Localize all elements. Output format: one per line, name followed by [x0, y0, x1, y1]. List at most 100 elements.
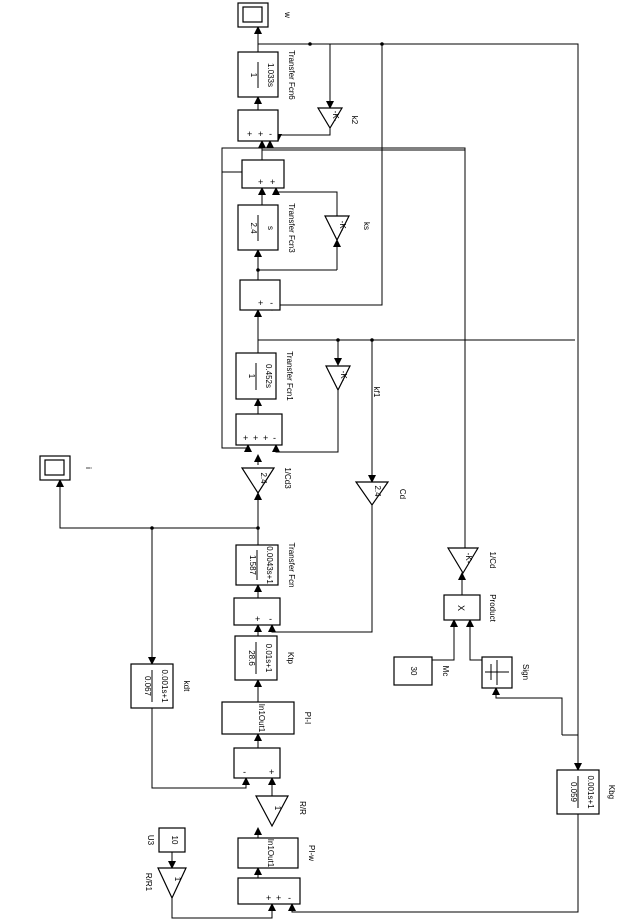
sum-s4[interactable]: + + + -	[235, 413, 283, 446]
pi-i-block[interactable]: In1Out1 PI-I	[221, 701, 312, 735]
pi-w-block[interactable]: In1Out1 PI-w	[237, 837, 316, 869]
rr-label: R/R	[298, 801, 307, 815]
piw-value: In1Out1	[266, 839, 275, 868]
sum-s2[interactable]: + +	[241, 159, 285, 189]
gain-cd[interactable]: 2.4 Cd	[354, 481, 407, 507]
s6-sign-0: -	[243, 767, 246, 777]
s7-sign-1: +	[276, 893, 281, 903]
sum-s3[interactable]: + -	[239, 279, 281, 311]
wire-kdt-s6	[151, 708, 250, 789]
tf-num: 1.587	[248, 555, 257, 576]
tf1-label: Transfer Fcn1	[285, 351, 294, 401]
sum-s6[interactable]: - +	[233, 747, 281, 779]
wire-icd-s1	[266, 140, 466, 548]
s3-sign-1: -	[270, 298, 273, 308]
sum-s7[interactable]: + + -	[237, 877, 301, 905]
kf1-label: kf1	[372, 387, 381, 398]
wire-mc-product	[432, 619, 458, 661]
ktp-block[interactable]: 28.6 0.01s+1 Ktp	[234, 635, 295, 681]
gain-1-cd[interactable]: -K- 1/Cd	[446, 547, 497, 575]
ks-label: ks	[362, 222, 371, 230]
kf1-value: -K-	[339, 371, 348, 382]
transfer-fcn[interactable]: 1.587 0.0043s+1 Transfer Fcn	[235, 542, 296, 588]
rr1-label: R/R1	[144, 873, 153, 892]
tf6-den: 1.033s	[266, 63, 275, 87]
wire-w-sign	[492, 687, 563, 735]
constant-mc[interactable]: 30 Mc	[393, 656, 450, 686]
piw-label: PI-w	[307, 845, 316, 861]
wire-i-scope	[56, 479, 258, 529]
tf1-num: 1	[247, 374, 256, 379]
gain-kf1[interactable]: -K- kf1	[325, 365, 381, 398]
tf3-den: s	[266, 226, 275, 230]
scope-w-label: w	[283, 11, 292, 18]
s5-sign-1: -	[269, 614, 272, 624]
transfer-fcn6[interactable]: 1 1.033s Transfer Fcn6	[237, 50, 296, 100]
s6-sign-1: +	[269, 767, 274, 777]
transfer-fcn3[interactable]: 2.4 s Transfer Fcn3	[237, 203, 296, 253]
gain-ks[interactable]: -K- ks	[324, 215, 371, 242]
wire-tf3out-ks	[257, 255, 337, 271]
wire-rr1-s7	[171, 898, 276, 919]
s4-sign-0: +	[243, 433, 248, 443]
wire-kbg-s7	[288, 814, 579, 913]
scope-w[interactable]: w	[237, 2, 292, 28]
ks-value: -K-	[338, 221, 347, 232]
cd3-value: 2.4	[259, 472, 268, 484]
tf3-label: Transfer Fcn3	[287, 203, 296, 253]
tf6-label: Transfer Fcn6	[287, 50, 296, 100]
sign-label: Sign	[521, 664, 530, 680]
s1-sign-0: +	[247, 129, 252, 139]
tf3-num: 2.4	[249, 222, 258, 234]
sum-s1[interactable]: + + -	[237, 109, 279, 142]
kdt-num: 0.067	[143, 676, 152, 697]
kdt-den: 0.001s+1	[160, 669, 169, 703]
s7-sign-0: +	[266, 893, 271, 903]
gain-k2[interactable]: -K- k2	[316, 107, 359, 130]
s1-sign-2: -	[269, 129, 272, 139]
cd-label: Cd	[398, 489, 407, 499]
s4-sign-1: +	[253, 433, 258, 443]
u3-value: 10	[170, 836, 179, 845]
wire-sign-product	[466, 619, 496, 661]
sum-s5[interactable]: + -	[233, 597, 281, 626]
s1-sign-1: +	[258, 129, 263, 139]
u3-label: U3	[146, 835, 155, 846]
product-label: Product	[488, 594, 497, 622]
s5-sign-0: +	[255, 614, 260, 624]
kbg-num: 0.059	[569, 782, 578, 803]
k2-label: k2	[350, 116, 359, 125]
wire-cd-s5	[268, 505, 373, 633]
cd-value: 2.4	[373, 485, 382, 497]
junction-dots	[150, 42, 384, 530]
icd-label: 1/Cd	[488, 552, 497, 569]
transfer-fcn1[interactable]: 1 0.452s Transfer Fcn1	[235, 351, 294, 401]
s2-sign-0: +	[258, 177, 263, 187]
kbg-block[interactable]: 0.059 0.001s+1 Kbg	[556, 769, 616, 815]
wire-s2-top	[261, 149, 465, 160]
kdt-block[interactable]: 0.067 0.001s+1 kdt	[130, 663, 191, 709]
mc-value: 30	[409, 667, 418, 676]
gain-r-r1[interactable]: 1 R/R1	[144, 867, 187, 900]
wire-w-bus	[258, 43, 579, 736]
tf6-num: 1	[249, 73, 258, 78]
product-block[interactable]: X Product	[443, 594, 497, 623]
wire-ks-s2	[272, 187, 338, 216]
s4-sign-3: -	[273, 433, 276, 443]
pii-label: PI-I	[303, 712, 312, 724]
rr1-value: 1	[173, 877, 182, 882]
ktp-den: 0.01s+1	[264, 644, 273, 673]
s2-sign-1: +	[270, 177, 275, 187]
constant-u3[interactable]: 10 U3	[146, 827, 186, 853]
gain-1-cd3[interactable]: 2.4 1/Cd3	[240, 467, 292, 495]
wire-k2-s1	[274, 128, 331, 142]
icd-value: -K-	[464, 553, 473, 564]
pii-value: In1Out1	[257, 704, 266, 733]
scope-i[interactable]: i	[39, 455, 93, 481]
rr-value: 1	[273, 806, 282, 811]
s4-sign-2: +	[263, 433, 268, 443]
gain-r-r[interactable]: 1 R/R	[255, 795, 307, 828]
sign-block[interactable]: Sign	[481, 656, 530, 689]
k2-value: -K-	[331, 111, 340, 122]
mc-label: Mc	[441, 666, 450, 677]
